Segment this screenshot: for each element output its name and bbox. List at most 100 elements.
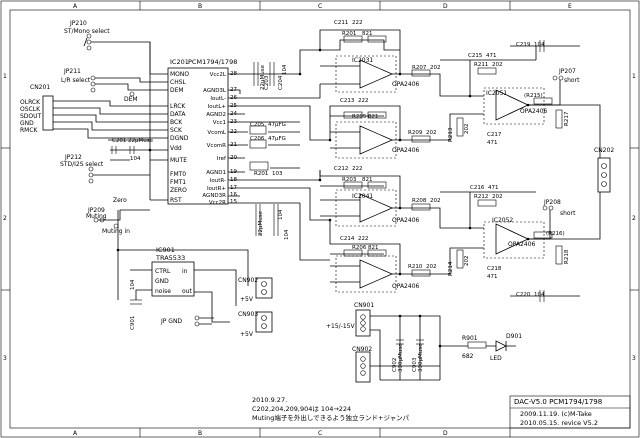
- jp210-ref: JP210: [69, 20, 87, 27]
- ic201-pin-vcc2r: Vcc2R: [209, 200, 226, 206]
- c214-val: 222: [358, 236, 369, 242]
- opamp-passives: [343, 35, 563, 302]
- r209-val: 202: [426, 130, 437, 136]
- r211-val: 202: [492, 62, 503, 68]
- r213-val: 202: [464, 124, 470, 135]
- col-label-d: D: [443, 3, 448, 10]
- c205-ref: C205: [250, 122, 265, 128]
- ic201-pin-dgnd: DGND: [170, 135, 189, 142]
- c201-val: 22µMuse: [128, 138, 154, 144]
- opamp-4-part: OPA2406: [392, 283, 420, 290]
- jp211-label: L/R select: [61, 77, 91, 84]
- ic201-pin-iref: Iref: [217, 156, 227, 162]
- cn201-pin-sdout: SDOUT: [20, 113, 42, 120]
- c220-ref: C220: [516, 292, 531, 298]
- ic901-pin-noise: noise: [155, 288, 171, 295]
- d901-ref: D901: [506, 333, 522, 340]
- cn903-label: +5V: [240, 331, 254, 338]
- ic901-pin-in: in: [182, 268, 188, 275]
- r218-ref: R218: [564, 249, 570, 264]
- c217-ref: C217: [487, 132, 502, 138]
- ic201-pin-mute: MUTE: [170, 157, 187, 164]
- c204-val: 104: [282, 64, 288, 75]
- jp209-label: Muting: [86, 213, 107, 220]
- c902-val: 330µMuse: [398, 343, 404, 372]
- r205-ref: R205: [352, 114, 367, 120]
- ic201-pin-vcc1: Vcc1: [213, 120, 226, 126]
- cn901-ref: CN901: [354, 302, 374, 309]
- ic201-num-16: 16: [230, 192, 237, 198]
- r209-ref: R209: [408, 130, 423, 136]
- ic201-pin-lrck: LRCK: [170, 103, 186, 110]
- cn201-pin-olrck: OLRCK: [20, 99, 41, 106]
- r208-ref: R208: [412, 198, 427, 204]
- ic201-part: PCM1794/1798: [188, 58, 237, 66]
- ic201-pin-vcomr: VcomR: [207, 143, 227, 149]
- col-label-a-bottom: A: [73, 430, 78, 437]
- jp211-ref: JP211: [63, 68, 81, 75]
- opamp-6-part: OPA2406: [508, 241, 536, 248]
- r205-val: 821: [368, 114, 379, 120]
- r208-val: 202: [430, 198, 441, 204]
- c216-ref: C216: [470, 185, 485, 191]
- cn902-ref: CN902: [238, 277, 258, 284]
- c206-ref: C206: [250, 136, 265, 142]
- c209-val: 104: [284, 229, 290, 240]
- note-change-2: Muting端子を外出しできるよう独立ランド+ジャンパ: [252, 414, 410, 422]
- note-change-1: C202,204,209,904は 104→224: [252, 405, 352, 413]
- r901-ref: R901: [462, 335, 478, 342]
- opamp-1-ref: IC2031: [352, 57, 373, 64]
- ic201-pin-ioutr-minus: IoutR-: [210, 178, 226, 184]
- col-label-d-bottom: D: [443, 430, 448, 437]
- c219-val: 104: [534, 42, 545, 48]
- row-label-2: 2: [3, 215, 7, 222]
- opamp-5-ref: IC2051: [486, 90, 507, 97]
- r217-ref: R217: [564, 111, 570, 126]
- ic201-pin-vcoml: VcomL: [207, 130, 227, 136]
- ic901-part: TRA5533: [155, 254, 185, 262]
- c901-val: 104: [130, 279, 136, 290]
- cn202: CN202: [594, 147, 614, 193]
- power-section: CN901 +15/-15V CN902 C902 330µMuse C903 …: [326, 302, 522, 383]
- c211-val: 222: [352, 20, 363, 26]
- c220-val: 104: [534, 292, 545, 298]
- ic201-pin-rst: RST: [170, 197, 182, 204]
- cn201-ref: CN201: [30, 84, 50, 91]
- note-date: 2010.9.27.: [252, 396, 288, 404]
- c208-val: 104: [278, 209, 284, 220]
- c218-ref: C218: [487, 266, 502, 272]
- c203-ref: C203: [264, 75, 270, 90]
- r212-val: 202: [492, 194, 503, 200]
- title-block-title: DAC-V5.0 PCM1794/1798: [514, 398, 603, 406]
- ic901-pin-out: out: [182, 288, 192, 295]
- jp212-ref: JP212: [64, 154, 82, 161]
- jp-gnd-ref: JP GND: [160, 318, 182, 325]
- ic201-num-15: 15: [230, 199, 237, 205]
- ic201-muting-in: Muting in: [102, 228, 130, 235]
- row-label-2-right: 2: [632, 215, 636, 222]
- ic201-pin-vdd: Vdd: [170, 145, 182, 152]
- r213-ref: R213: [448, 127, 454, 142]
- jp212-label: STD/I2S select: [60, 161, 104, 168]
- c215-ref: C215: [468, 53, 483, 59]
- r207-val: 202: [430, 65, 441, 71]
- ic201-dem-label: DEM: [124, 96, 138, 103]
- opamp-3-ref: IC2041: [352, 193, 373, 200]
- ic201-pin-agnd1: AGND1: [206, 170, 226, 176]
- jp208-label: short: [560, 210, 576, 217]
- r201-ref: R201: [342, 31, 356, 37]
- jp209-ref: JP209: [87, 207, 105, 214]
- ic201-wires: [108, 42, 330, 261]
- r210-val: 202: [426, 264, 437, 270]
- col-label-c: C: [318, 3, 322, 10]
- ic901-pin-ctrl: CTRL: [155, 268, 171, 275]
- cn201: CN201 OLRCK OSCLK SDOUT GND RMCK: [20, 84, 168, 139]
- r203-val: 821: [362, 177, 373, 183]
- c211-ref: C211: [334, 20, 348, 26]
- col-label-b-bottom: B: [198, 430, 202, 437]
- title-block: [509, 395, 631, 429]
- r201-val: 821: [362, 31, 373, 37]
